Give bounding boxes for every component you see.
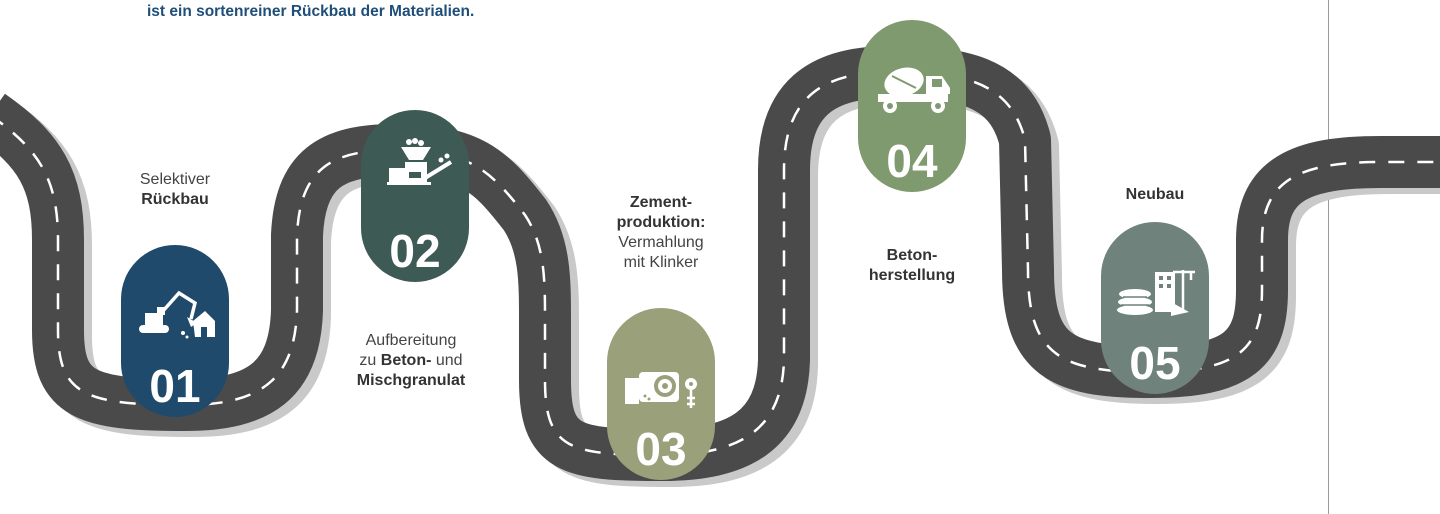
step-05-label: Neubau [1100, 185, 1210, 205]
step-number: 02 [389, 225, 441, 277]
divider-line [1328, 0, 1329, 514]
step-number: 04 [886, 135, 938, 187]
crusher-conveyor-icon [387, 138, 453, 185]
label-line-bold: Rückbau [141, 191, 209, 208]
excavator-house-icon [139, 290, 215, 339]
label-line-bold: Beton- [380, 352, 432, 369]
step-number: 03 [635, 423, 687, 475]
label-line-bold: herstellung [868, 267, 956, 284]
label-line-bold: Zement- [629, 194, 693, 211]
label-line: mit Klinker [623, 254, 699, 271]
label-line: Vermahlung [618, 234, 704, 251]
label-line-bold: produktion: [616, 214, 706, 231]
step-01-label: Selektiver Rückbau [116, 170, 234, 210]
step-04-marker: 04 [858, 20, 966, 192]
label-line: und [431, 352, 463, 369]
step-02-label: Aufbereitung zu Beton- und Mischgranulat [341, 331, 481, 391]
step-03-label: Zement- produktion: Vermahlung mit Klink… [598, 193, 724, 273]
label-line-bold: Beton- [886, 247, 938, 264]
label-line: zu [359, 352, 381, 369]
step-number: 01 [149, 360, 201, 412]
step-03-marker: 03 [607, 308, 715, 480]
label-line-bold: Neubau [1125, 186, 1185, 203]
cement-mill-icon [625, 372, 697, 408]
label-line-bold: Mischgranulat [356, 372, 466, 389]
building-construction-icon [1117, 270, 1195, 316]
label-line: Aufbereitung [365, 332, 457, 349]
step-number: 05 [1129, 337, 1181, 389]
intro-text: ist ein sortenreiner Rückbau der Materia… [147, 3, 475, 20]
step-05-marker: 05 [1101, 222, 1209, 394]
step-02-marker: 02 [361, 110, 469, 282]
step-04-label: Beton- herstellung [852, 246, 972, 286]
concrete-mixer-truck-icon [878, 67, 950, 113]
label-line: Selektiver [139, 171, 211, 188]
step-01-marker: 01 [121, 245, 229, 417]
